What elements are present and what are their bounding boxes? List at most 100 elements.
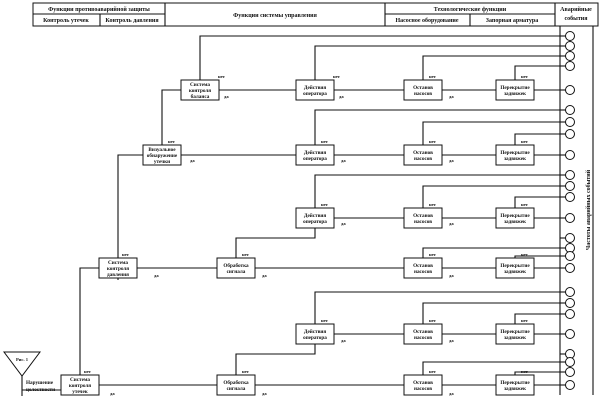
box-pump-stop-a-frame (403, 79, 443, 101)
box-pump-stop-e-text: Останов (413, 329, 433, 335)
event-circle-6 (565, 105, 575, 115)
box-valve-close-f-text: задвижек (504, 386, 526, 392)
label-pressure-no: нет (122, 252, 130, 257)
label-balance-no: нет (218, 74, 226, 79)
line-pumpD-no (422, 247, 560, 258)
header-tech-functions: Технологические функции (434, 6, 507, 13)
label-pumpA-yes: да (449, 94, 454, 99)
label-opA-yes: да (339, 94, 344, 99)
side-label-frequencies: Частоты аварийных событий (585, 169, 592, 250)
event-circle-14 (565, 233, 575, 243)
box-operator-a-text: Действия (304, 84, 327, 91)
box-pump-stop-d-text: Останов (413, 263, 433, 269)
label-pumpA-no: нет (429, 74, 437, 79)
header-emergency-label-2: события (565, 15, 589, 22)
header-control-functions: Функции системы управления (233, 13, 318, 19)
box-valve-close-d-text: Перекрытие (500, 263, 530, 269)
event-circle-17 (565, 263, 575, 273)
event-circle-25 (565, 380, 575, 390)
event-circle-18 (565, 287, 575, 297)
header-pumps: Насосное оборудование (395, 17, 458, 24)
label-pumpC-yes: да (449, 221, 454, 226)
box-valve-close-c-text: задвижек (504, 219, 526, 225)
line-visual-no (161, 89, 181, 145)
event-circle-7 (565, 117, 575, 127)
line-valveD-no (514, 255, 560, 258)
line-valveC-no (514, 196, 560, 208)
box-visual-detection-text: Визуальное (148, 147, 176, 153)
box-visual-detection-text: обнаружение (147, 152, 178, 159)
label-opA-no: нет (333, 74, 341, 79)
box-pump-stop-b-text: Останов (413, 150, 433, 156)
box-valve-close-f-text: Перекрытие (500, 380, 530, 386)
label-opB-no: нет (321, 139, 329, 144)
label-sigD-yes: да (262, 273, 267, 278)
box-pressure-control-text: Система (108, 260, 128, 266)
label-pumpC-no: нет (429, 202, 437, 207)
box-operator-c-text: Действия (304, 212, 327, 219)
box-pump-stop-c-text: Останов (413, 213, 433, 219)
label-pumpD-no: нет (429, 252, 437, 257)
connection-lines (22, 35, 560, 391)
box-pressure-control-text: давления (107, 272, 129, 278)
box-pump-stop-f-frame (403, 374, 443, 396)
label-valveD-no: нет (521, 252, 529, 257)
label-opB-yes: да (341, 158, 346, 163)
box-balance-control-text: баланса (191, 93, 210, 100)
label-opC-no: нет (321, 202, 329, 207)
label-valveC-no: нет (521, 202, 529, 207)
box-valve-close-d-frame (495, 257, 535, 279)
label-leak-yes: да (110, 391, 115, 396)
box-leak-control-text: утечек (72, 389, 88, 395)
line-valveF-no (514, 371, 560, 375)
box-visual-detection-text: утечки (154, 159, 170, 165)
label-balance-yes: да (224, 94, 229, 99)
box-operator-e-frame (295, 323, 335, 345)
label-sigF-no: нет (242, 369, 250, 374)
box-valve-close-a-text: задвижек (504, 91, 526, 97)
box-signal-f-text: Обработка (223, 379, 249, 386)
line-opC-no (314, 174, 560, 208)
line-leak-no (79, 267, 99, 375)
box-valve-close-e-text: задвижек (504, 335, 526, 341)
label-sigD-no: нет (242, 252, 250, 257)
box-balance-control-text: Система (190, 82, 210, 88)
box-operator-e-text: оператора (303, 335, 327, 341)
box-valve-close-f-frame (495, 374, 535, 396)
label-opE-yes: да (341, 338, 346, 343)
box-pump-stop-b-frame (403, 144, 443, 166)
box-pump-stop-e-frame (403, 323, 443, 345)
box-operator-a-text: оператора (303, 91, 327, 97)
box-valve-close-b-text: Перекрытие (500, 150, 530, 156)
box-valve-close-d-text: задвижек (504, 269, 526, 275)
event-circle-16 (565, 251, 575, 261)
box-operator-b-text: оператора (303, 156, 327, 162)
box-valve-close-c-frame (495, 207, 535, 229)
box-valve-close-e-frame (495, 323, 535, 345)
event-circle-19 (565, 298, 575, 308)
box-operator-c-text: оператора (303, 219, 327, 225)
box-pump-stop-b-text: насосов (414, 156, 432, 162)
event-circle-4 (565, 61, 575, 71)
event-circle-23 (565, 357, 575, 367)
start-triangle-label: Рис. 1 (16, 357, 29, 362)
line-pumpA-no (422, 55, 560, 80)
box-pressure-control-frame (98, 257, 138, 279)
start-event: Рис. 1 Нарушение целостности (3, 351, 55, 396)
header-emergency-label-1: Аварийные (560, 6, 592, 13)
event-circle-3 (565, 51, 575, 61)
line-pumpB-no (422, 121, 560, 145)
label-opE-no: нет (321, 318, 329, 323)
label-pumpE-yes: да (449, 338, 454, 343)
label-opC-yes: да (341, 221, 346, 226)
box-leak-control-text: Система (70, 377, 90, 383)
